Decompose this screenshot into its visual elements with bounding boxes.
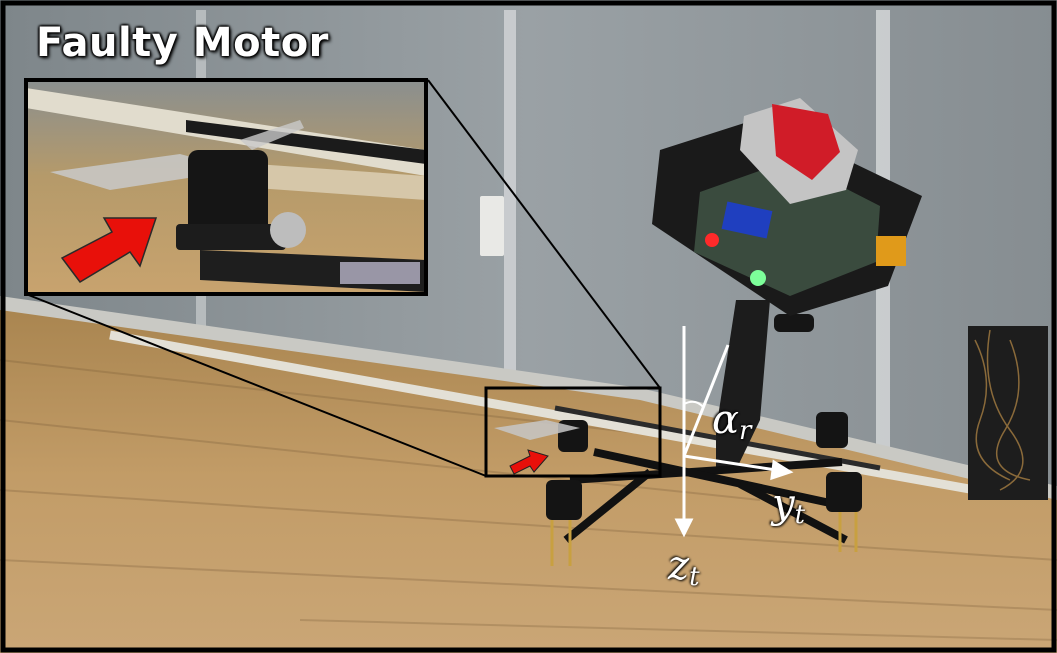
z-subscript: t [689, 562, 700, 592]
red-arrow-icon [60, 217, 158, 283]
connector [876, 236, 906, 266]
circuit-board [694, 160, 880, 296]
alpha-subscript: r [739, 416, 752, 446]
landing-legs [550, 512, 858, 566]
alpha-r-label: αr [712, 400, 751, 444]
tether-arm [716, 300, 770, 470]
status-led-green [750, 270, 766, 286]
y-subscript: t [794, 500, 806, 530]
alpha-arc [683, 400, 705, 409]
y-symbol: y [772, 481, 795, 527]
battery-strap [772, 104, 840, 180]
y-axis-line [683, 454, 777, 472]
z-axis-head [674, 518, 694, 538]
wall-seam [504, 10, 516, 400]
axis-arrows [674, 326, 794, 538]
zoom-line-bottom [25, 293, 487, 477]
fan-wires [974, 329, 1031, 491]
z-t-label: zt [668, 546, 700, 590]
zoom-line-top [427, 79, 661, 389]
red-arrow-small-icon [509, 449, 549, 475]
inset-frame [24, 78, 428, 296]
propeller [494, 420, 580, 440]
display-screen [721, 201, 773, 239]
arm-clamp [774, 314, 814, 332]
alpha-symbol: α [712, 397, 740, 443]
y-t-label: yt [772, 484, 805, 528]
faulty-motor-title: Faulty Motor [36, 20, 329, 66]
alpha-ref-line [682, 344, 730, 457]
z-symbol: z [668, 543, 690, 589]
floor-planks [0, 359, 1057, 641]
highlight-box [484, 386, 662, 478]
baseboard [0, 296, 1057, 500]
y-axis-head [770, 459, 794, 481]
wall-outlet [480, 196, 504, 256]
status-led-red [705, 233, 719, 247]
